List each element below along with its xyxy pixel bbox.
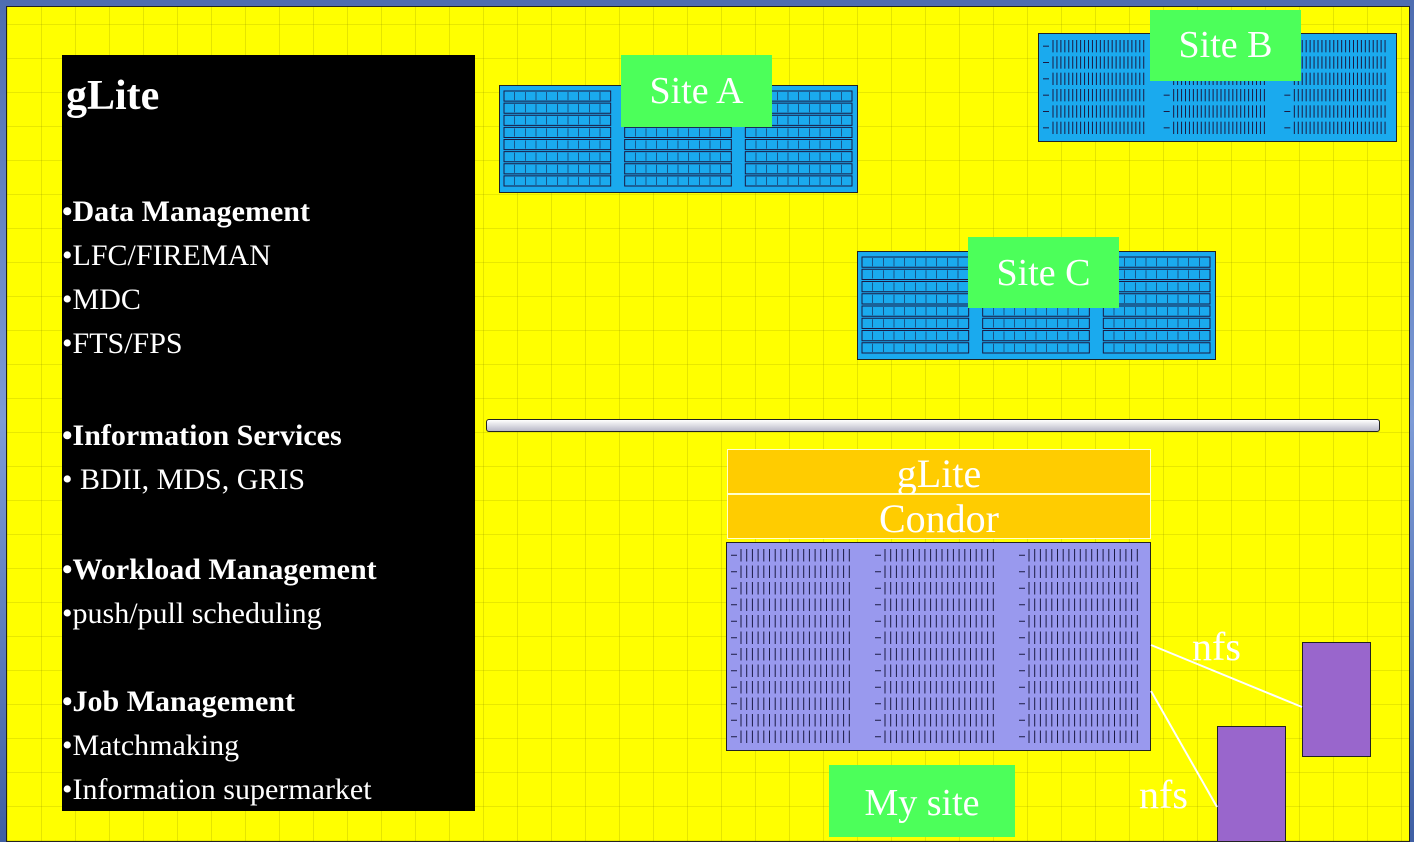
server-unit [503,151,612,163]
server-column [731,549,850,743]
item-lfc-fireman: •LFC/FIREMAN [62,239,271,272]
my-site-server-grid [731,549,1138,743]
server-column [1284,40,1386,134]
section-heading-data-management: •Data Management [62,195,310,228]
server-column [1043,40,1145,134]
server-column [875,549,994,743]
glite-feature-panel: gLite •Data Management •LFC/FIREMAN •MDC… [62,55,475,811]
item-fts-fps: •FTS/FPS [62,327,183,360]
server-unit [744,175,853,187]
server-column [861,256,970,354]
server-unit [861,330,970,342]
section-heading-information-services: •Information Services [62,419,342,452]
item-mdc: •MDC [62,283,141,316]
site-b-label: Site B [1150,10,1301,81]
server-unit [1102,330,1211,342]
server-unit [503,90,612,102]
condor-layer: Condor [727,494,1151,539]
nfs-storage-lower [1217,726,1286,841]
server-unit [624,126,732,138]
section-heading-job-management: •Job Management [62,685,295,718]
server-unit [861,342,970,354]
panel-title: gLite [66,73,160,119]
nfs-label-upper: nfs [1192,624,1241,669]
server-unit [624,175,732,187]
site-b-cluster [1038,33,1397,142]
my-site-cluster [726,542,1151,751]
server-unit [744,151,853,163]
server-unit [744,139,853,151]
server-unit [503,163,612,175]
server-unit [624,139,732,151]
item-bdii-mds-gris: • BDII, MDS, GRIS [62,463,306,496]
slide-canvas: gLite •Data Management •LFC/FIREMAN •MDC… [6,6,1410,842]
server-unit [624,151,732,163]
server-column [1019,549,1138,743]
server-unit [982,317,1090,329]
server-unit [503,126,612,138]
server-unit [861,305,970,317]
server-unit [982,330,1090,342]
my-site-label: My site [829,765,1015,837]
section-heading-workload-management: •Workload Management [62,553,377,586]
site-a-label: Site A [621,55,772,127]
server-unit [744,126,853,138]
nfs-label-lower: nfs [1139,772,1188,817]
nfs-line-upper [1150,644,1303,708]
server-unit [503,139,612,151]
glite-layer: gLite [727,449,1151,494]
server-unit [503,114,612,126]
network-bar [486,419,1380,432]
server-unit [982,342,1090,354]
server-unit [1102,305,1211,317]
server-unit [744,163,853,175]
server-unit [1102,317,1211,329]
server-unit [1102,342,1211,354]
server-unit [861,317,970,329]
nfs-storage-upper [1302,642,1371,757]
item-information-supermarket: •Information supermarket [62,773,372,806]
server-unit [624,163,732,175]
nfs-line-lower [1150,690,1218,808]
server-unit [503,175,612,187]
site-c-label: Site C [968,237,1119,308]
item-matchmaking: •Matchmaking [62,729,240,762]
server-column [503,90,612,187]
server-unit [503,102,612,114]
item-push-pull-scheduling: •push/pull scheduling [62,597,322,630]
nfs-connection-lines [1150,644,1303,808]
